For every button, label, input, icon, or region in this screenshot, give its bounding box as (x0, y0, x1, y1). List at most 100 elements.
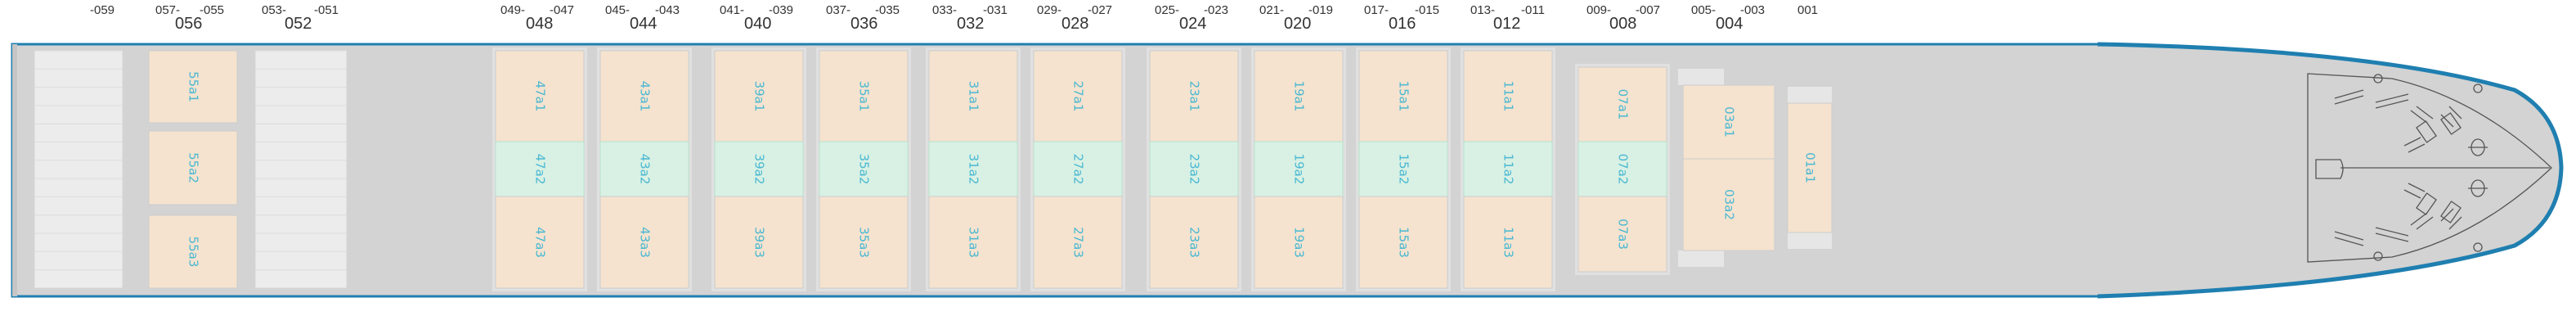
slot-id-label: 43a1 (638, 81, 653, 112)
slot-id-label: 15a3 (1397, 227, 1411, 258)
container-slot (1682, 158, 1775, 251)
bay-pair-label: 001 (1797, 3, 1819, 17)
slot-id-label: 11a3 (1501, 227, 1516, 258)
container-slot (148, 50, 238, 124)
bay-column: 01a1 (1787, 87, 1833, 249)
forecastle-outline (2307, 73, 2552, 263)
stern-edge (12, 44, 17, 296)
bay-number-label: 052 (285, 15, 312, 33)
container-slot (1149, 141, 1239, 197)
slot-id-label: 35a1 (857, 81, 872, 112)
container-slot (495, 50, 585, 142)
bay-pair-label: 033- (932, 3, 958, 17)
slot-id-label: 43a3 (638, 227, 653, 258)
bay-pair-label: -055 (200, 3, 225, 17)
slot-id-label: 31a3 (967, 227, 981, 258)
bay-pair-label: 029- (1037, 3, 1062, 17)
stack-column (254, 50, 348, 289)
hatch-cover (1678, 69, 1724, 85)
bay-pair-label: 009- (1586, 3, 1612, 17)
bay-column: 35a1 35a2 35a3 (816, 47, 911, 291)
bay-pair-label: 025- (1155, 3, 1180, 17)
slot-id-label: 55a3 (186, 237, 201, 268)
anchor-port-icon (2473, 84, 2483, 93)
bay-pair-label: -031 (983, 3, 1008, 17)
hull-bow-edge (2097, 42, 2564, 299)
slot-id-label: 27a2 (1071, 154, 1086, 185)
container-slot (1254, 196, 1344, 289)
slot-id-label: 01a1 (1803, 152, 1818, 183)
bay-pair-label: 037- (826, 3, 851, 17)
bay-pair-label: 013- (1470, 3, 1496, 17)
slot-id-label: 35a3 (857, 227, 872, 258)
container-slot (1254, 141, 1344, 197)
bay-pair-label: -019 (1308, 3, 1334, 17)
bay-pair-label: -003 (1740, 3, 1766, 17)
bay-pair-label: -023 (1204, 3, 1229, 17)
container-slot (714, 141, 804, 197)
slot-id-label: 47a3 (533, 227, 548, 258)
slot-id-label: 19a2 (1292, 154, 1307, 185)
container-slot (1149, 196, 1239, 289)
bay-pair-label: -015 (1415, 3, 1440, 17)
hatch-cover (1788, 87, 1832, 103)
bay-pair-label: -043 (655, 3, 680, 17)
slot-id-label: 03a2 (1722, 189, 1737, 220)
slot-id-label: 27a1 (1071, 81, 1086, 112)
slot-id-label: 15a1 (1397, 81, 1411, 112)
slot-id-label: 07a2 (1616, 154, 1631, 185)
bay-pair-label: 017- (1364, 3, 1389, 17)
container-slot (1033, 196, 1123, 289)
container-slot (148, 214, 238, 289)
container-slot (1787, 102, 1833, 233)
bay-pair-label: 045- (605, 3, 631, 17)
container-slot (928, 141, 1018, 197)
container-slot (495, 141, 585, 197)
bay-pair-label: -039 (769, 3, 794, 17)
slot-id-label: 15a2 (1397, 154, 1411, 185)
container-slot (1682, 84, 1775, 160)
container-slot (1358, 196, 1448, 289)
bay-pair-label: -047 (550, 3, 575, 17)
slot-id-label: 31a2 (967, 154, 981, 185)
container-slot (1577, 66, 1667, 142)
hatch-cover (1678, 250, 1724, 267)
bay-number-label: 024 (1179, 15, 1207, 33)
bay-pair-label: -027 (1088, 3, 1113, 17)
bow-equipment (2307, 73, 2552, 263)
bay-number-label: 008 (1609, 15, 1637, 33)
container-slot (495, 196, 585, 289)
slot-id-label: 11a2 (1501, 154, 1516, 185)
slot-id-label: 07a1 (1616, 89, 1631, 120)
mooring-gear-port (2334, 89, 2488, 156)
hawse-stbd-icon (2373, 251, 2383, 261)
container-slot (1033, 141, 1123, 197)
container-slot (1033, 50, 1123, 142)
container-slot (1463, 196, 1553, 289)
bay-number-label: 056 (175, 15, 203, 33)
slot-id-label: 23a2 (1187, 154, 1202, 185)
slot-id-label: 19a3 (1292, 227, 1307, 258)
container-slot (599, 141, 689, 197)
bay-pair-label: 053- (262, 3, 287, 17)
bay-pair-label: -059 (90, 3, 115, 17)
container-slot (1577, 141, 1667, 197)
bay-number-label: 032 (957, 15, 985, 33)
anchor-stbd-icon (2473, 242, 2483, 252)
bay-number-label: 020 (1284, 15, 1312, 33)
stern-container-stack (254, 50, 348, 289)
hatch-cover (1788, 232, 1832, 249)
bay-number-label: 036 (850, 15, 878, 33)
slot-id-label: 35a2 (857, 154, 872, 185)
bay-pair-label: 021- (1259, 3, 1285, 17)
slot-id-label: 31a1 (967, 81, 981, 112)
bay-pair-label: -007 (1636, 3, 1661, 17)
mooring-gear-stbd (2334, 179, 2488, 246)
container-slot (599, 50, 689, 142)
